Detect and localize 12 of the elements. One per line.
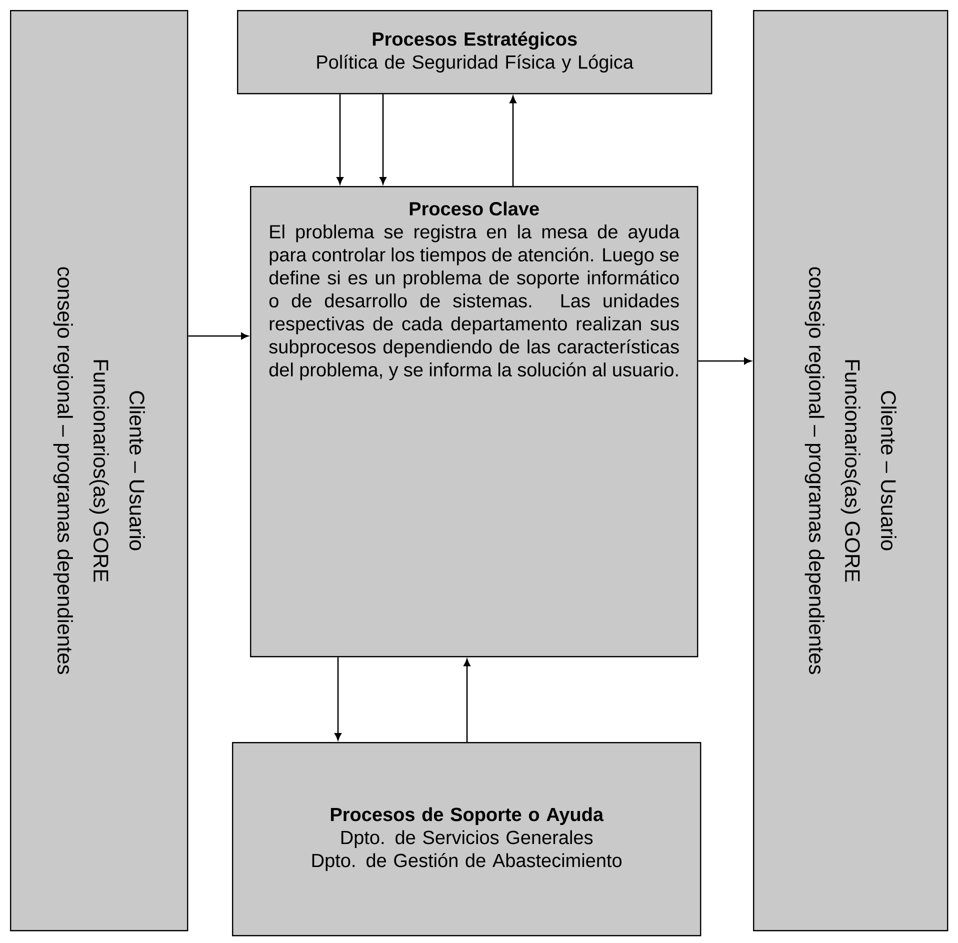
arrow [698,358,752,364]
arrow [510,96,516,186]
process-box: Proceso Clave El problema se registra en la mesa de ayuda para controlar los tiempos de atención. Luego se define si es un problema de soporte informático o de desarrollo de sistemas. Las unidades respectivas de cada departamento realizan sus subprocesos dependiendo de las características del problema, y se informa la solución al usuario. [250,186,698,658]
arrow [464,658,470,742]
arrow [188,332,248,340]
arrow [336,94,344,184]
process-box: Procesos de Soporte o Ayuda Dpto. de Servicios Generales Dpto. de Gestión de Abastecimiento [232,742,702,936]
client-box: Cliente – Usuario Funcionarios(as) GORE consejo regional – programas dependientes [10,10,188,932]
arrow [380,94,386,184]
process-box: Procesos Estratégicos Política de Seguridad Física y Lógica [237,10,712,94]
arrow [334,657,342,740]
client-box: Cliente – Usuario Funcionarios(as) GORE consejo regional – programas dependientes [753,10,948,932]
